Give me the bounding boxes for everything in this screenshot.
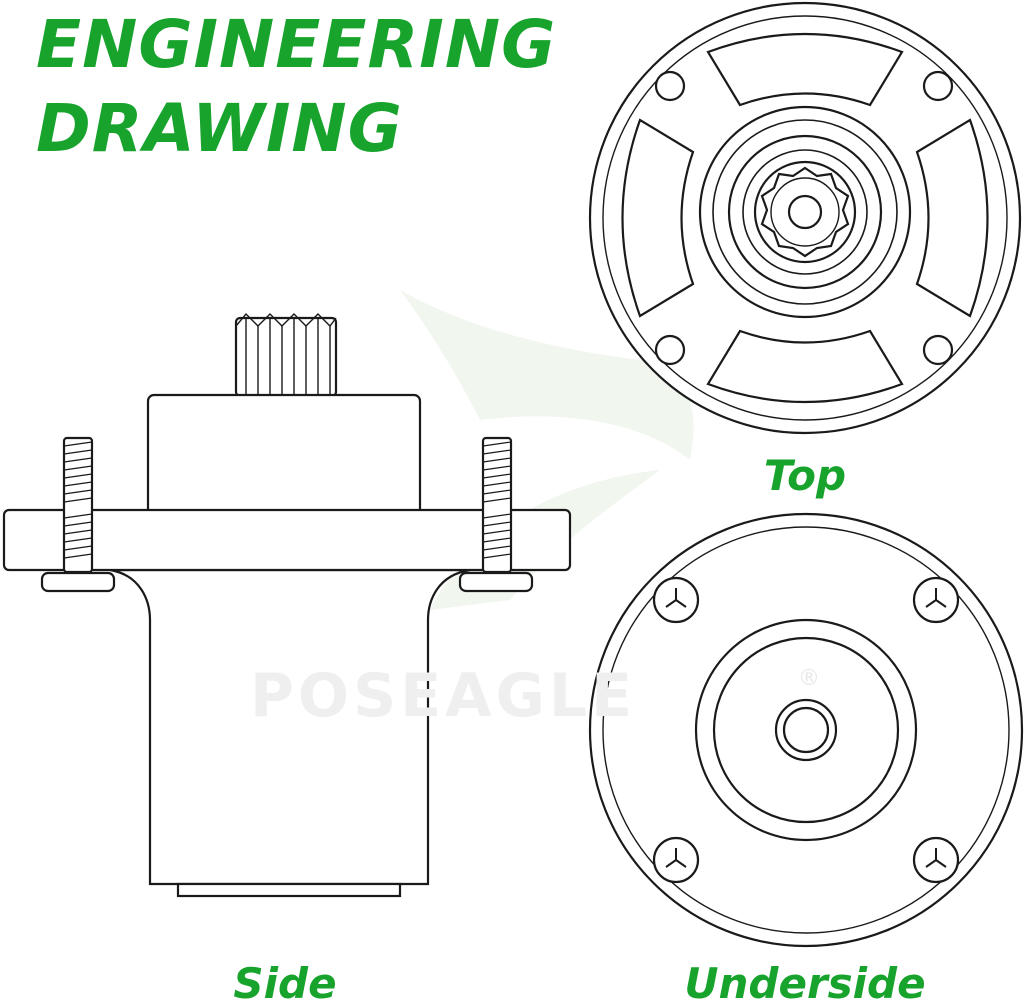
side-lower-housing <box>109 568 471 886</box>
registered-mark: ® <box>798 666 820 691</box>
side-flange <box>2 508 572 572</box>
underside-bolt-head <box>912 576 960 624</box>
top-window-upper <box>706 32 904 107</box>
underside-bolt-head <box>652 576 700 624</box>
top-bolt-hole <box>922 334 954 366</box>
top-window-lower <box>706 329 904 404</box>
top-window-left <box>621 118 695 318</box>
side-bolt-left <box>62 436 94 574</box>
side-shaft <box>234 316 338 398</box>
top-window-right <box>915 118 989 318</box>
top-bolt-hole <box>654 334 686 366</box>
underside-bolt-head <box>652 836 700 884</box>
top-view <box>588 1 1022 435</box>
side-view <box>2 312 572 898</box>
shaft-splines <box>235 312 337 396</box>
brand-watermark: POSEAGLE <box>250 661 637 731</box>
underside-view <box>588 512 1024 948</box>
label-underside-view: Underside <box>684 959 926 1008</box>
title-line-2: DRAWING <box>36 90 403 167</box>
label-side-view: Side <box>233 959 337 1008</box>
label-top-view: Top <box>763 451 847 500</box>
side-bottom-lip <box>176 882 402 898</box>
underside-bolt-head <box>912 836 960 884</box>
side-washer-right <box>458 571 534 593</box>
side-upper-housing <box>146 393 422 517</box>
top-bolt-hole <box>654 70 686 102</box>
title-line-1: ENGINEERING <box>36 6 557 83</box>
underside-center-bore <box>782 706 830 754</box>
top-center-bore <box>787 194 823 230</box>
side-washer-left <box>40 571 116 593</box>
side-bolt-right <box>481 436 513 574</box>
top-bolt-hole <box>922 70 954 102</box>
